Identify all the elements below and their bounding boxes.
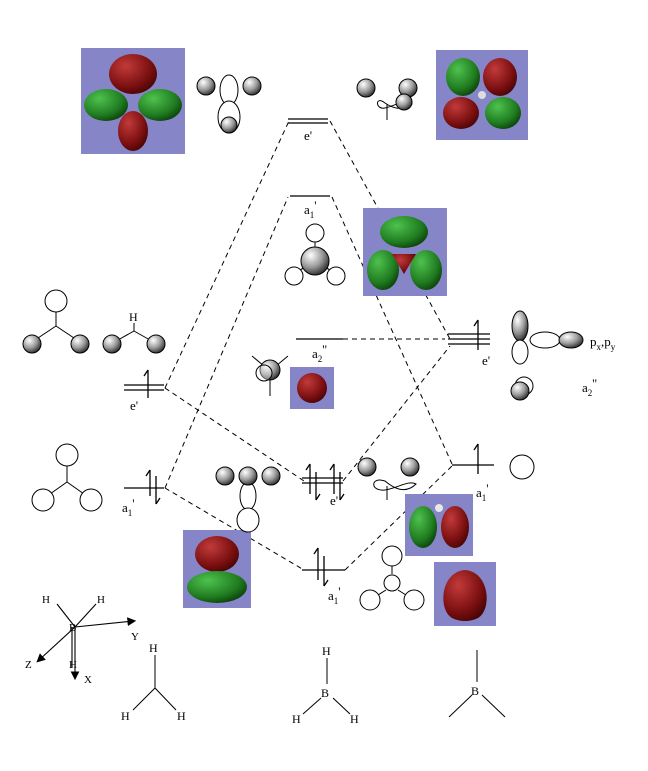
label-e-top: e'	[304, 128, 312, 143]
energy-levels	[124, 118, 494, 571]
atom-h: H	[149, 641, 158, 655]
label-a1-right: a1'	[476, 481, 489, 503]
corr-line	[331, 196, 453, 465]
corr-line	[164, 120, 290, 389]
orbital-panel-a1-mid	[363, 208, 447, 296]
axis-b: B	[69, 622, 76, 634]
sketch-e-center-left	[215, 466, 281, 533]
corr-line	[344, 465, 453, 571]
axis-z: Z	[25, 659, 32, 671]
axis-diagram	[36, 603, 137, 681]
electron-arrows	[143, 319, 479, 587]
sketch-a2-center	[251, 355, 289, 396]
label-a1-bottom: a1'	[328, 584, 341, 606]
fragment-three-h-left	[31, 443, 103, 512]
corr-line	[329, 120, 451, 340]
orbital-panel-top-left	[81, 48, 185, 154]
axis-x: X	[84, 674, 92, 686]
atom-h: H	[322, 644, 331, 658]
atom-h-top: H	[129, 310, 138, 324]
fragment-s-orbital	[509, 454, 535, 480]
corr-line	[342, 345, 451, 482]
sketch-a1-mid	[284, 223, 346, 286]
orbital-panel-a1-bottom	[434, 562, 496, 626]
correlation-lines	[164, 120, 453, 571]
atom-h: H	[350, 712, 359, 726]
axis-h2: H	[97, 594, 105, 606]
fragment-ch3-left	[22, 289, 90, 354]
fragment-p-orbitals	[511, 310, 584, 365]
structure-b	[448, 650, 506, 718]
level-labels: e' a1' a2'' e' a1' e' a1' e' a1'	[122, 128, 490, 606]
orbital-panel-bottom-left	[183, 530, 251, 608]
sketch-e-top-left	[196, 74, 262, 134]
atom-b: B	[471, 684, 479, 698]
atom-b: B	[321, 686, 329, 700]
atom-h: H	[121, 709, 130, 723]
sketch-a1-bottom	[359, 545, 425, 611]
sketch-e-top-right	[356, 78, 418, 120]
axis-y: Y	[131, 631, 139, 643]
fragment-h-hh	[102, 323, 166, 354]
fragment-pz-orbital	[510, 376, 534, 401]
atom-h: H	[292, 712, 301, 726]
orbital-panel-e-lower	[405, 494, 473, 556]
label-a2-right: a2''	[582, 376, 597, 398]
label-px-py: px,py	[590, 334, 616, 352]
sketch-e-center-right	[357, 457, 420, 500]
axis-h1: H	[42, 594, 50, 606]
label-e-center: e'	[330, 493, 338, 508]
axis-h3: H	[69, 659, 77, 671]
orbital-panel-top-right	[436, 50, 528, 140]
structure-bh3	[302, 658, 351, 715]
atom-h: H	[177, 709, 186, 723]
right-fragment-labels: px,py a2''	[582, 334, 616, 398]
label-a1-left: a1'	[122, 496, 135, 518]
label-a1-mid: a1'	[304, 198, 317, 220]
label-e-right: e'	[482, 353, 490, 368]
label-a2-center: a2''	[312, 342, 327, 364]
corr-line	[164, 196, 289, 489]
label-e-left: e'	[130, 398, 138, 413]
structure-ch3	[132, 655, 177, 711]
corr-line	[164, 387, 305, 482]
orbital-panel-a2	[290, 367, 334, 409]
axis-labels: H H B Y Z H X	[25, 594, 139, 686]
